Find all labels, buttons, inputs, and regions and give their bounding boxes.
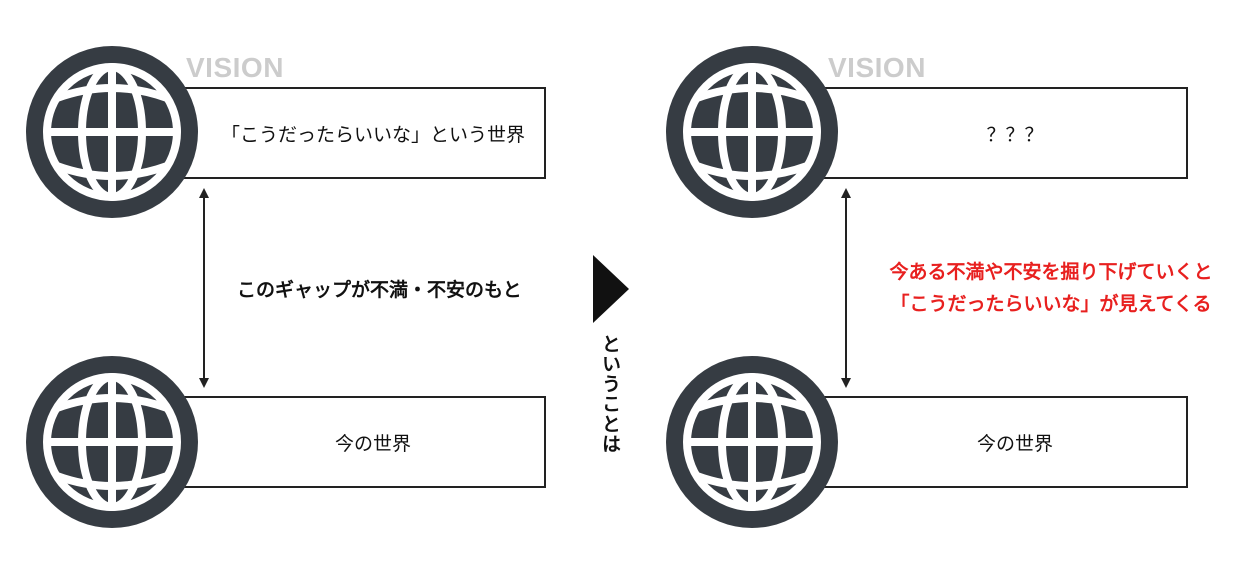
right-current-world-text: 今の世界 — [976, 432, 1053, 455]
insight-line-1: 今ある不満や不安を掘り下げていくと — [889, 261, 1213, 283]
right-insight-text: 今ある不満や不安を掘り下げていくと 「こうだったらいいな」が見えてくる — [866, 256, 1236, 320]
right-vision-label: VISION — [828, 52, 926, 83]
insight-line-2: 「こうだったらいいな」が見えてくる — [890, 293, 1212, 315]
left-bottom-globe-icon — [26, 356, 198, 528]
gap-explanation-text: このギャップが不満・不安のもと — [237, 279, 522, 301]
left-vision-label: VISION — [186, 52, 284, 83]
right-arrow-triangle — [593, 255, 629, 323]
left-current-world-box: 今の世界 — [180, 396, 546, 488]
right-top-globe-icon — [666, 46, 838, 218]
left-ideal-world-text: 「こうだったらいいな」という世界 — [220, 123, 525, 146]
right-double-arrow — [841, 188, 851, 388]
left-ideal-world-box: 「こうだったらいいな」という世界 — [180, 87, 546, 179]
right-current-world-box: 今の世界 — [822, 396, 1188, 488]
left-current-world-text: 今の世界 — [334, 432, 411, 455]
right-unknown-world-text: ？？？ — [986, 123, 1044, 146]
therefore-vertical-text: ということは — [599, 334, 621, 454]
right-bottom-globe-icon — [666, 356, 838, 528]
right-unknown-world-box: ？？？ — [822, 87, 1188, 179]
left-double-arrow — [199, 188, 209, 388]
left-top-globe-icon — [26, 46, 198, 218]
